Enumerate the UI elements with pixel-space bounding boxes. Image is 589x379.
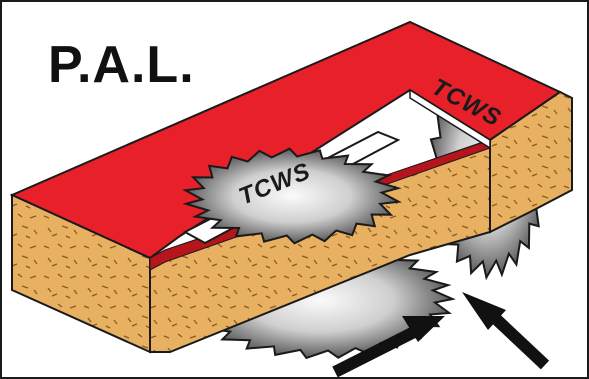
arrow-icon	[462, 292, 545, 365]
title-text: P.A.L.	[48, 36, 195, 94]
